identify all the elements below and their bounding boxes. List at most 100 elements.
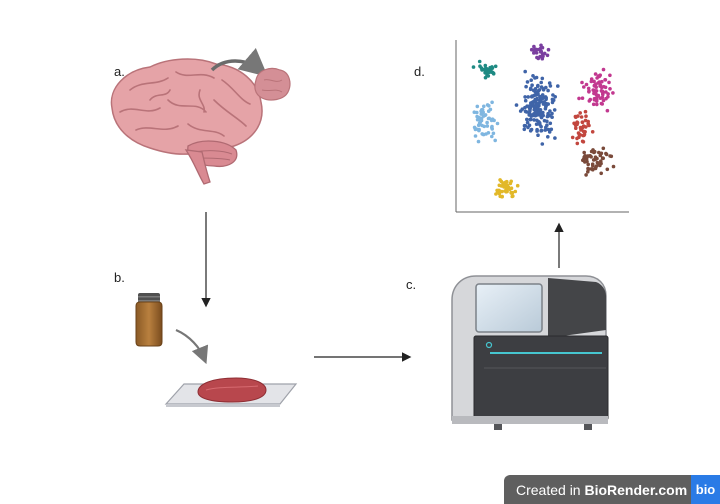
scatter-point: [581, 157, 586, 161]
cluster-plot-icon: [455, 40, 629, 213]
scatter-point: [509, 191, 514, 195]
scatter-point: [544, 125, 548, 130]
scatter-point: [486, 70, 491, 75]
scatter-point: [578, 111, 582, 115]
scatter-point: [486, 131, 491, 135]
scatter-point: [482, 104, 486, 109]
scatter-point: [541, 113, 545, 118]
scatter-point: [604, 90, 608, 94]
scatter-point: [531, 74, 535, 78]
scatter-point: [586, 119, 590, 124]
scatter-point: [592, 149, 597, 154]
scatter-point: [480, 123, 484, 128]
scatter-point: [591, 158, 596, 162]
scatter-point: [595, 156, 599, 161]
biorender-badge[interactable]: Created in BioRender.com bio: [504, 475, 720, 504]
scatter-point: [543, 106, 548, 111]
scatter-point: [601, 98, 606, 103]
scatter-point: [485, 73, 489, 78]
biorender-logo-icon: bio: [691, 475, 720, 504]
scatter-point: [539, 129, 543, 133]
scatter-point: [584, 125, 588, 129]
scatter-point: [529, 78, 533, 82]
reagent-bottle-icon: [135, 293, 163, 347]
scatter-point: [523, 69, 527, 74]
scatter-point: [535, 127, 539, 132]
scatter-point: [503, 189, 507, 193]
scatter-point: [482, 113, 487, 118]
scatter-point: [539, 124, 543, 129]
scatter-point: [540, 96, 545, 101]
scatter-point: [530, 83, 534, 87]
scatter-point: [528, 129, 533, 133]
scatter-point: [487, 116, 492, 121]
scatter-point: [515, 183, 520, 188]
scatter-point: [584, 82, 589, 87]
scatter-point: [556, 84, 560, 88]
scatter-point: [593, 82, 598, 87]
scatter-point: [550, 97, 555, 102]
scatter-point: [594, 164, 599, 168]
scatter-point: [546, 127, 551, 132]
scatter-point: [545, 114, 550, 119]
scatter-point: [547, 81, 552, 85]
scatter-point: [608, 154, 612, 158]
scatter-point: [579, 115, 584, 119]
scatter-point: [587, 89, 591, 93]
scatter-point: [484, 66, 488, 71]
scatter-point: [540, 93, 545, 97]
scatter-point: [601, 92, 605, 97]
scatter-point: [605, 167, 610, 172]
scatter-point: [529, 117, 533, 122]
scatter-point: [478, 64, 482, 68]
step-label-c: c.: [406, 277, 416, 292]
scatter-point: [541, 87, 545, 91]
scatter-point: [472, 110, 477, 114]
scatter-point: [597, 150, 601, 155]
scatter-point: [540, 52, 545, 57]
scatter-point: [480, 68, 484, 72]
scatter-point: [586, 86, 591, 91]
scatter-point: [586, 169, 590, 174]
scatter-point: [590, 162, 595, 166]
scatter-point: [528, 108, 532, 113]
scatter-point: [537, 98, 542, 103]
scatter-point: [511, 194, 515, 198]
scatter-point: [608, 73, 612, 78]
scatter-point: [525, 117, 529, 122]
scatter-point: [548, 84, 553, 88]
scatter-point: [548, 109, 552, 113]
scatter-point: [574, 115, 578, 119]
scatter-point: [580, 80, 584, 85]
scatter-point: [575, 121, 580, 125]
scatter-point: [548, 121, 553, 126]
scatter-point: [596, 93, 601, 98]
scatter-point: [537, 47, 541, 52]
scatter-points: [471, 43, 616, 199]
scatter-point: [583, 109, 588, 114]
scatter-point: [545, 119, 549, 124]
scatter-point: [536, 91, 540, 96]
scatter-point: [531, 88, 536, 93]
scatter-point: [546, 47, 551, 52]
scatter-point: [529, 47, 534, 52]
scatter-point: [607, 80, 611, 85]
scatter-point: [529, 86, 533, 91]
scatter-point: [485, 124, 490, 128]
scatter-point: [584, 114, 588, 118]
scatter-point: [575, 141, 580, 146]
scatter-point: [550, 115, 554, 119]
scatter-point: [587, 123, 591, 128]
scatter-point: [546, 102, 550, 106]
scatter-point: [477, 59, 482, 64]
scatter-point: [551, 93, 555, 97]
scatter-point: [553, 136, 557, 140]
scatter-point: [601, 146, 606, 151]
scatter-point: [583, 160, 587, 164]
scatter-point: [539, 43, 543, 48]
scatter-point: [534, 122, 539, 126]
scatter-point: [504, 180, 508, 184]
scatter-point: [538, 94, 542, 99]
step-label-d: d.: [414, 64, 425, 79]
scatter-point: [495, 121, 500, 126]
